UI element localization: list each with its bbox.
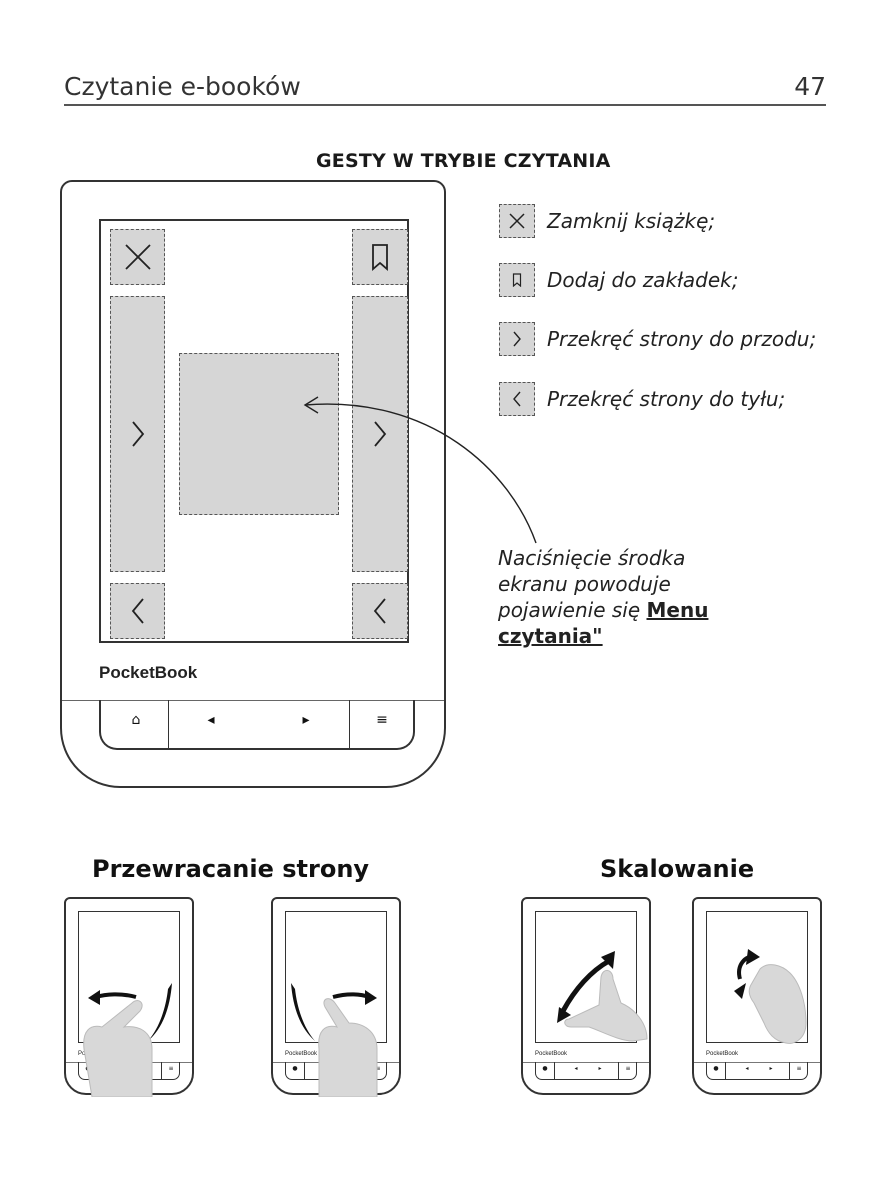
bookmark-zone bbox=[352, 229, 408, 285]
bookmark-icon bbox=[372, 244, 388, 271]
swipe-right-gesture-icon bbox=[291, 983, 378, 1097]
zoom-title: Skalowanie bbox=[600, 855, 755, 883]
menu-zone-center bbox=[179, 353, 339, 515]
legend-text: Zamknij książkę; bbox=[547, 209, 716, 233]
page-turn-title: Przewracanie strony bbox=[92, 855, 370, 883]
close-icon bbox=[499, 204, 535, 238]
chevron-right-icon bbox=[131, 421, 144, 447]
menu-link-text: Menu bbox=[646, 598, 709, 622]
chevron-left-icon bbox=[499, 382, 535, 416]
device-divider bbox=[62, 700, 444, 701]
prev-page-icon: ◂ bbox=[207, 712, 215, 728]
swipe-right-illustration: PocketBook ●◂▸≡ bbox=[271, 897, 401, 1097]
chevron-left-icon bbox=[131, 598, 144, 624]
legend-text: Dodaj do zakładek; bbox=[547, 268, 739, 292]
legend-item-bookmark: Dodaj do zakładek; bbox=[499, 262, 738, 298]
device-button-bar: ⌂ ◂ ▸ ≡ bbox=[99, 700, 415, 750]
menu-icon: ≡ bbox=[376, 712, 388, 728]
menu-link-text: czytania" bbox=[498, 624, 603, 648]
back-zone-left bbox=[110, 583, 165, 639]
device-brand: PocketBook bbox=[99, 663, 198, 682]
ereader-illustration: PocketBook ⌂ ◂ ▸ ≡ bbox=[60, 180, 446, 788]
back-zone-right bbox=[352, 583, 408, 639]
page-header: Czytanie e-booków 47 bbox=[64, 70, 826, 106]
zoom-in-illustration: PocketBook ●◂▸≡ bbox=[521, 897, 651, 1095]
legend-item-forward: Przekręć strony do przodu; bbox=[499, 321, 816, 357]
next-page-icon: ▸ bbox=[302, 712, 310, 728]
legend-item-close: Zamknij książkę; bbox=[499, 203, 715, 239]
legend-item-back: Przekręć strony do tyłu; bbox=[499, 381, 785, 417]
chapter-title: Czytanie e-booków bbox=[64, 72, 301, 101]
page-number: 47 bbox=[794, 72, 826, 101]
chevron-left-icon bbox=[373, 598, 386, 624]
pinch-zoom-in-gesture-icon bbox=[557, 951, 648, 1042]
zoom-out-illustration: PocketBook ●◂▸≡ bbox=[692, 897, 822, 1095]
swipe-left-gesture-icon bbox=[83, 983, 172, 1097]
legend-text: Przekręć strony do tyłu; bbox=[547, 387, 786, 411]
bookmark-icon bbox=[499, 263, 535, 297]
legend-text: Przekręć strony do przodu; bbox=[547, 327, 817, 351]
close-zone bbox=[110, 229, 165, 285]
chevron-right-icon bbox=[374, 421, 387, 447]
device-screen bbox=[99, 219, 409, 643]
pinch-zoom-out-gesture-icon bbox=[734, 949, 807, 1044]
close-icon bbox=[124, 244, 151, 270]
forward-zone-left bbox=[110, 296, 165, 572]
swipe-left-illustration: PocketBook ●◂▸≡ bbox=[64, 897, 194, 1097]
chevron-right-icon bbox=[499, 322, 535, 356]
forward-zone-right bbox=[352, 296, 408, 572]
home-icon: ⌂ bbox=[131, 712, 141, 728]
center-tap-callout: Naciśnięcie środka ekranu powoduje pojaw… bbox=[498, 546, 709, 648]
section-title: GESTY W TRYBIE CZYTANIA bbox=[316, 150, 611, 172]
